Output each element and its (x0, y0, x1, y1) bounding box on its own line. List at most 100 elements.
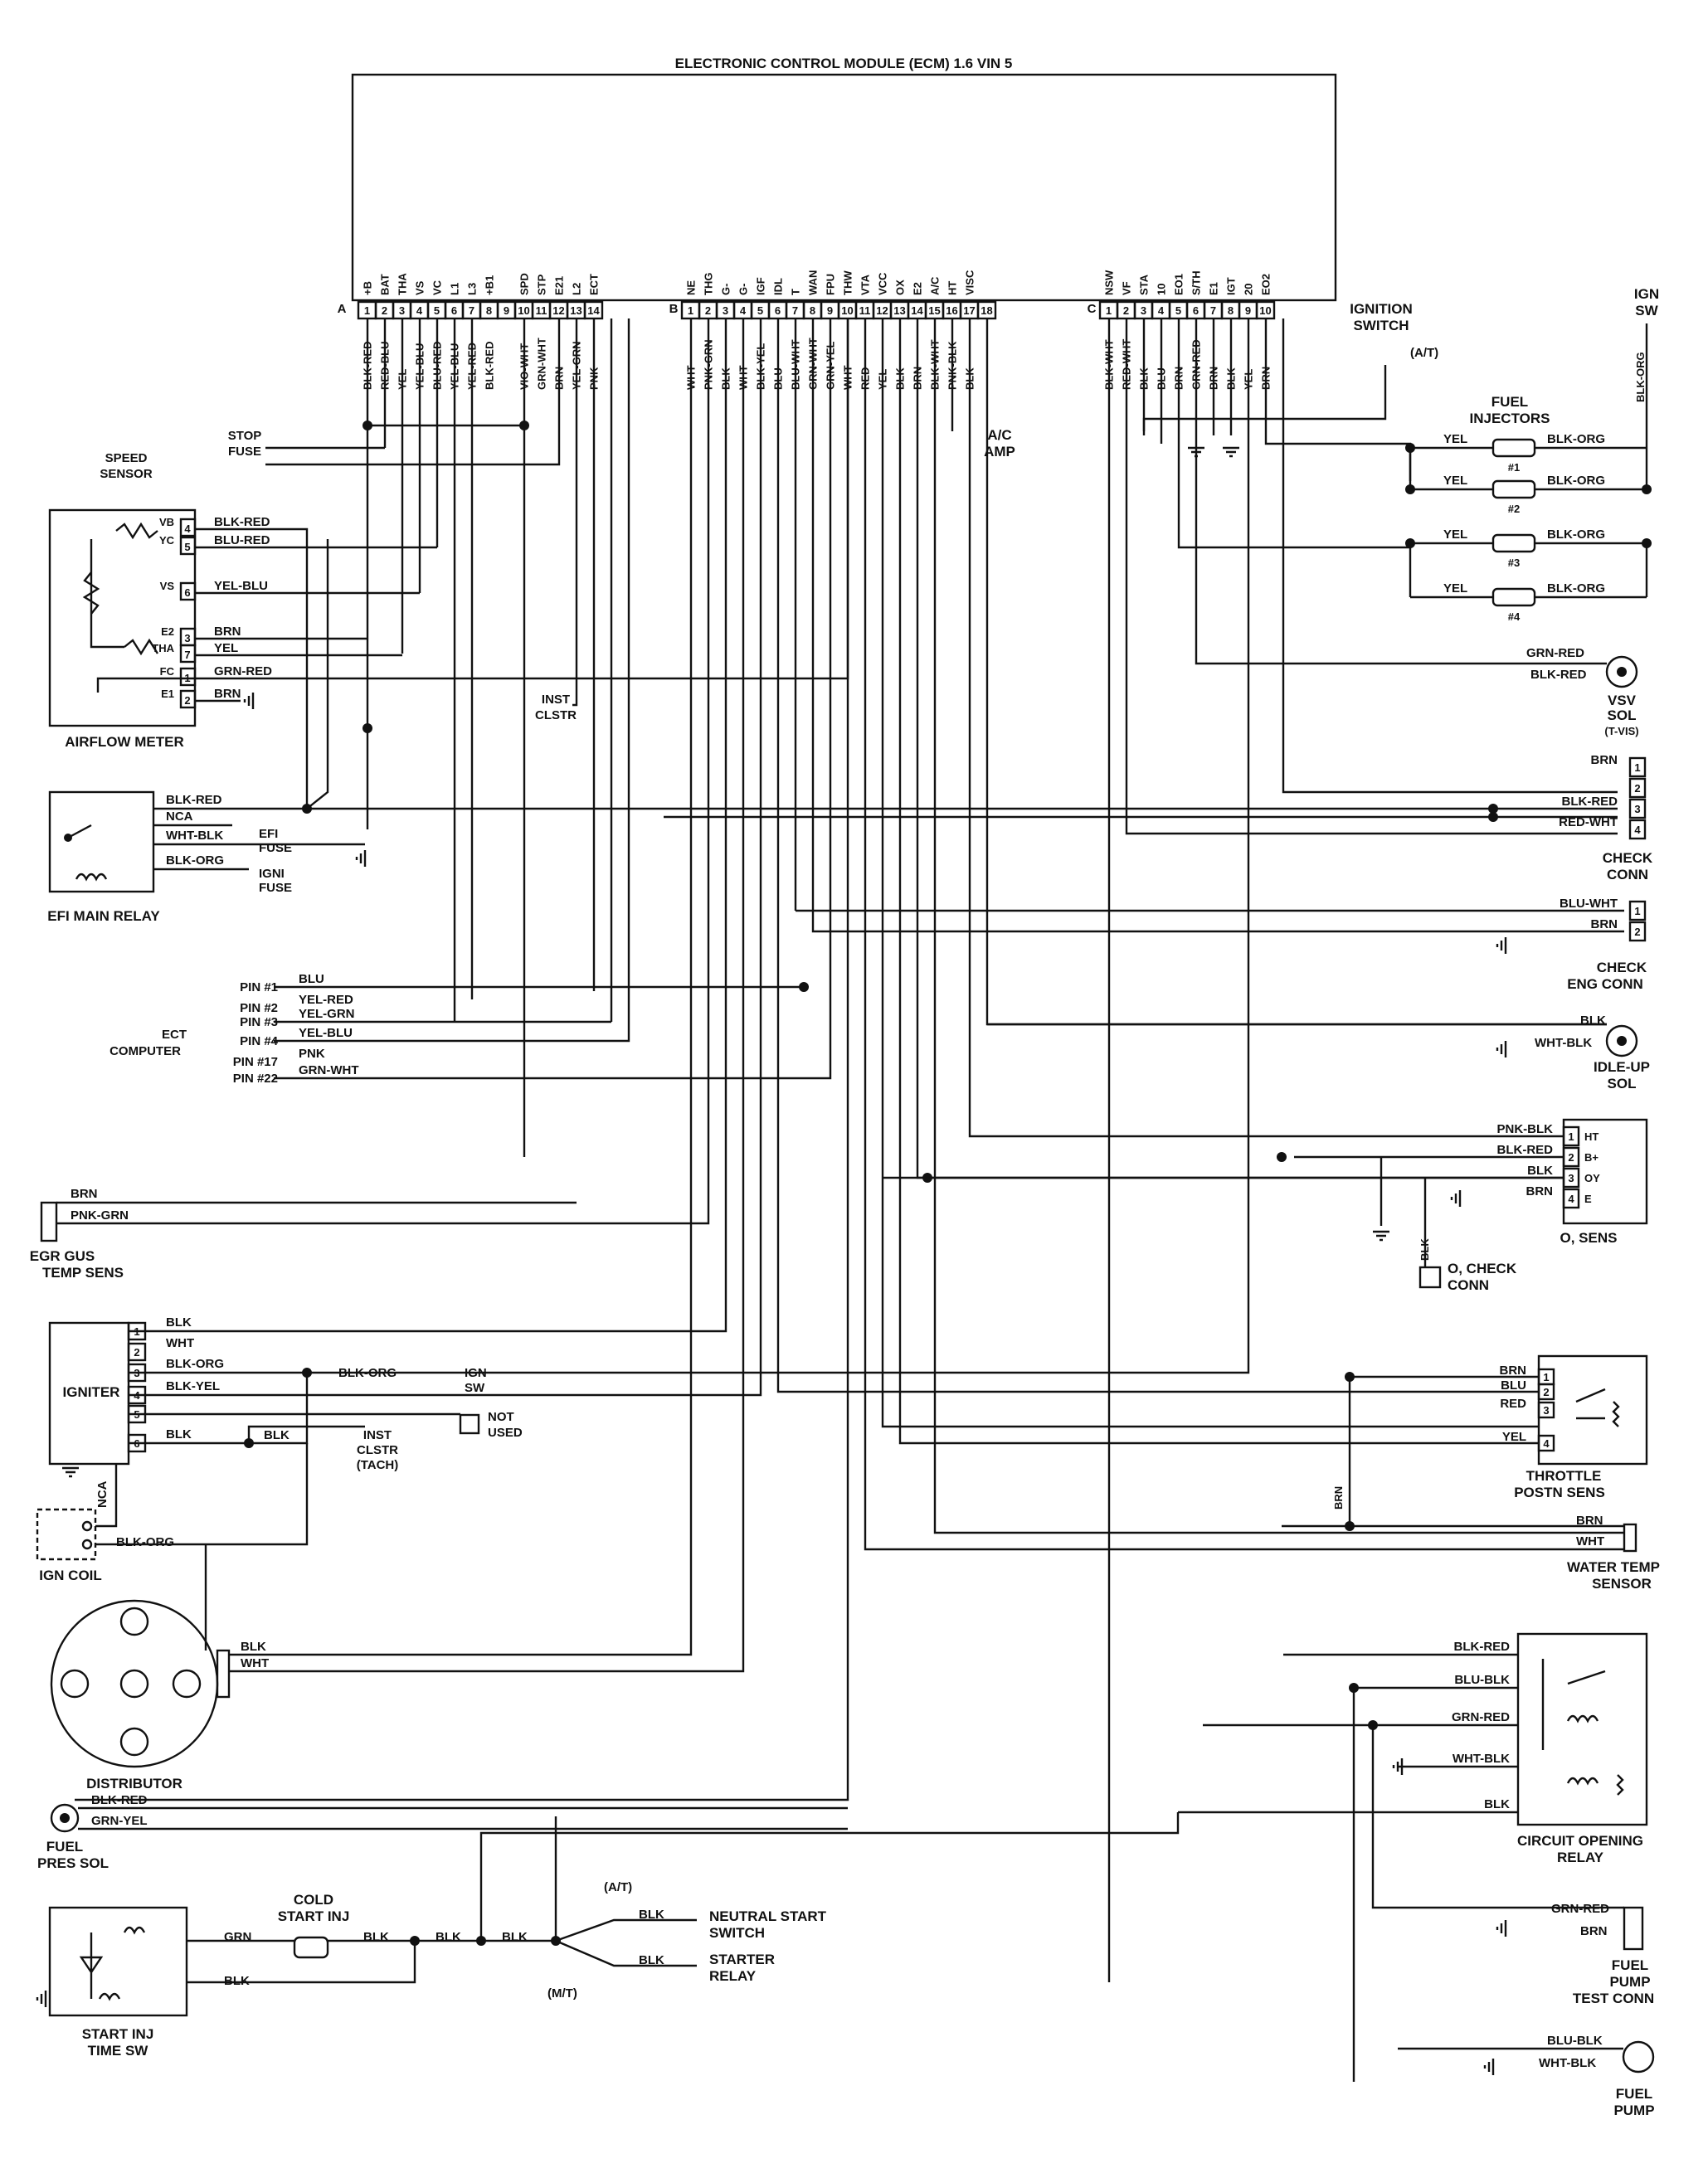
fuel-pump-wire-2: WHT-BLK (1539, 2056, 1596, 2070)
neutral-start-label-2: SWITCH (709, 1925, 765, 1941)
injector-num-1: #2 (1508, 503, 1520, 515)
c-pin-term-5: EO1 (1173, 274, 1185, 295)
egr-label-1: EGR GUS (30, 1248, 95, 1264)
c-pin-num-7: 7 (1210, 304, 1216, 317)
afm-wire-4: YEL (214, 641, 238, 655)
nca-label: NCA (95, 1480, 109, 1508)
wire-81 (95, 1443, 309, 1546)
cor-wire-3: WHT-BLK (1453, 1752, 1510, 1766)
check-conn-pin-box-3 (1628, 798, 1647, 819)
b-pin-term-12: VCC (877, 272, 889, 295)
a-pin-num-11: 11 (536, 304, 547, 317)
cold-start-blk-label: BLK (363, 1930, 389, 1944)
b-pin-num-1: 1 (688, 304, 693, 317)
afm-term-YC: YC (159, 534, 175, 547)
afm-pin-box-4 (179, 518, 197, 537)
o2-check-label-1: O, CHECK (1448, 1261, 1517, 1276)
conn-a-label: A (338, 302, 347, 316)
a-pin-num-14: 14 (587, 304, 600, 317)
tps-pin-2: 2 (1543, 1386, 1549, 1398)
afm-pin-6: 6 (184, 586, 190, 599)
a-pin-num-1: 1 (364, 304, 370, 317)
ign-sw-top-wire: BLK-ORG (1634, 352, 1647, 402)
a-pin-term-7: L3 (466, 283, 479, 295)
junction-19 (410, 1936, 420, 1946)
junction-dots (244, 421, 1652, 1946)
wire-76 (479, 1811, 1518, 1941)
check-conn-pin-2: 2 (1634, 782, 1640, 795)
ecm-pins-c: 1NSWBLK-WHT2VFRED-WHT3STABLK410BLU5EO1BR… (1098, 270, 1276, 390)
airflow-meter-box (48, 508, 197, 727)
injector-num-2: #3 (1508, 557, 1520, 569)
junction-14 (1488, 812, 1498, 822)
injector-num-0: #1 (1508, 461, 1520, 474)
fuel-pres-sol-body (50, 1803, 80, 1833)
start-blk-1: BLK (436, 1930, 461, 1944)
afm-wire-3: BRN (214, 625, 241, 639)
b-pin-term-9: FPU (825, 274, 837, 295)
efi-relay-coil (67, 824, 108, 882)
afm-pin-7: 7 (184, 649, 190, 661)
check-eng-wire-1: BLU-WHT (1560, 897, 1618, 911)
afm-term-VB: VB (159, 516, 174, 528)
afm-term-FC: FC (160, 665, 175, 678)
fuel-pump-label-1: FUEL (1616, 2086, 1652, 2102)
junction-0 (363, 421, 372, 430)
ecm-title: ELECTRONIC CONTROL MODULE (ECM) 1.6 VIN … (675, 56, 1013, 71)
inst-clstr-tach-label-2: CLSTR (357, 1443, 398, 1457)
igniter-wire-6: BLK (166, 1427, 192, 1441)
igniter-pin-4: 4 (134, 1389, 140, 1402)
speed-sensor-label-2: SENSOR (100, 467, 153, 481)
tps-label-1: THROTTLE (1526, 1468, 1602, 1484)
tps-wire-4: YEL (1502, 1430, 1526, 1444)
wire-73 (1371, 1725, 1624, 1909)
injector-out-3: BLK-ORG (1547, 581, 1605, 596)
tps-wire-2: BLU (1501, 1378, 1526, 1393)
igniter-pin-3: 3 (134, 1367, 139, 1379)
o2-term-1: HT (1584, 1130, 1599, 1143)
wire-41 (129, 318, 1250, 1374)
b-pin-term-6: IDL (772, 278, 785, 295)
ign-sw-label-2: SW (465, 1381, 485, 1395)
afm-term-VS: VS (160, 580, 175, 592)
a-pin-wire-8: BLK-RED (484, 342, 496, 391)
o2-check-label-2: CONN (1448, 1277, 1489, 1293)
distributor-tower-4 (119, 1727, 149, 1757)
b-pin-num-4: 4 (740, 304, 747, 317)
injector-out-1: BLK-ORG (1547, 474, 1605, 488)
wire-86 (187, 1941, 416, 1984)
wire-25 (864, 318, 1624, 1551)
b-pin-term-4: G- (737, 284, 750, 295)
stop-fuse: STOP FUSE (228, 429, 262, 459)
a-pin-term-11: STP (536, 274, 548, 295)
idle-up-wire-1: BLK (1580, 1014, 1606, 1028)
afm-wire-0: BLK-RED (214, 515, 270, 529)
c-pin-num-10: 10 (1259, 304, 1271, 317)
a-pin-num-3: 3 (399, 304, 405, 317)
neutral-start-label-1: NEUTRAL START (709, 1908, 827, 1924)
b-pin-term-11: VTA (859, 274, 872, 295)
ign-sw-top-label-2: SW (1635, 303, 1658, 318)
wire-88 (555, 1939, 697, 1967)
b-pin-num-16: 16 (946, 304, 957, 317)
check-eng-pin-box-1 (1628, 900, 1647, 921)
b-pin-num-6: 6 (775, 304, 781, 317)
vsv-wire-2: BLK-RED (1530, 668, 1587, 682)
check-conn-label-1: CHECK (1603, 850, 1653, 866)
afm-pin-3: 3 (184, 632, 190, 644)
igniter-pin-box-2 (127, 1342, 147, 1362)
check-conn-wire-3: BLK-RED (1562, 795, 1618, 809)
efi-wire-0: BLK-RED (166, 793, 222, 807)
o2-check-conn-box (1418, 1266, 1442, 1289)
afm-pin-5: 5 (184, 541, 190, 553)
igniter-label: IGNITER (63, 1384, 120, 1400)
ground-start-inj (36, 1991, 47, 2007)
inst-clstr: INST CLSTR (535, 693, 577, 722)
b-pin-term-7: T (790, 289, 802, 295)
vsv-center (1617, 667, 1627, 677)
